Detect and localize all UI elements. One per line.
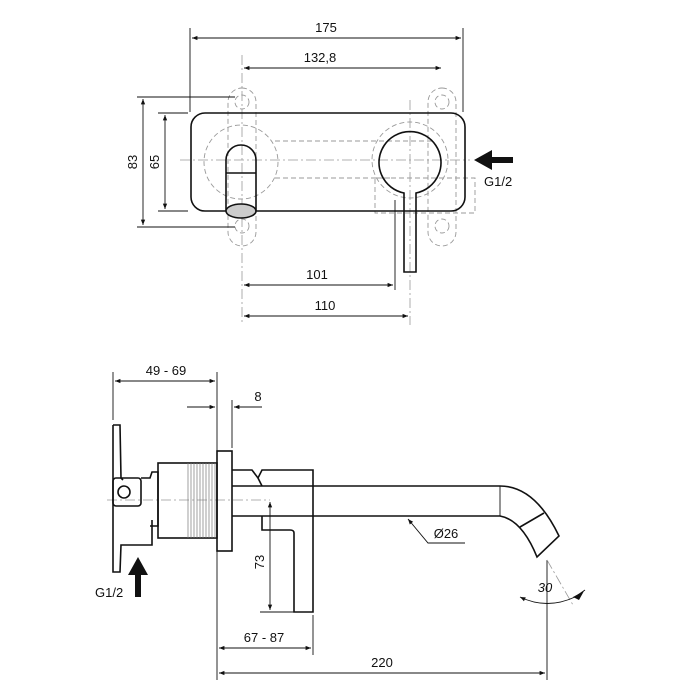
mounting-bracket [112,424,153,573]
dim-132-8: 132,8 [304,50,337,65]
dim-110: 110 [315,298,336,313]
dim-73: 73 [252,555,267,569]
lever-side [232,469,314,613]
side-view: 49 - 69 8 73 67 - 87 220 Ø26 30 G1/2 [95,363,586,680]
dim-8: 8 [254,389,261,404]
dim-diameter-26: Ø26 [434,526,459,541]
dim-175: 175 [315,20,337,35]
dim-101: 101 [306,267,328,282]
dim-49-69: 49 - 69 [146,363,186,378]
dim-angle-30: 30 [538,580,553,595]
dim-220: 220 [371,655,393,670]
inlet-arrow-icon [128,557,148,597]
inlet-label-top: G1/2 [484,174,512,189]
spout-top [225,144,257,211]
inlet-label-side: G1/2 [95,585,123,600]
dim-67-87: 67 - 87 [244,630,284,645]
dim-65: 65 [147,155,162,169]
front-view: 175 132,8 83 65 101 110 G1/2 [125,20,513,325]
valve-body [157,462,218,539]
backplate [216,450,233,552]
cover-plate [190,112,466,212]
dim-83: 83 [125,155,140,169]
spout-side [232,485,560,559]
handle-top [378,130,442,273]
inlet-arrow-icon [474,150,513,170]
thread [187,463,216,538]
